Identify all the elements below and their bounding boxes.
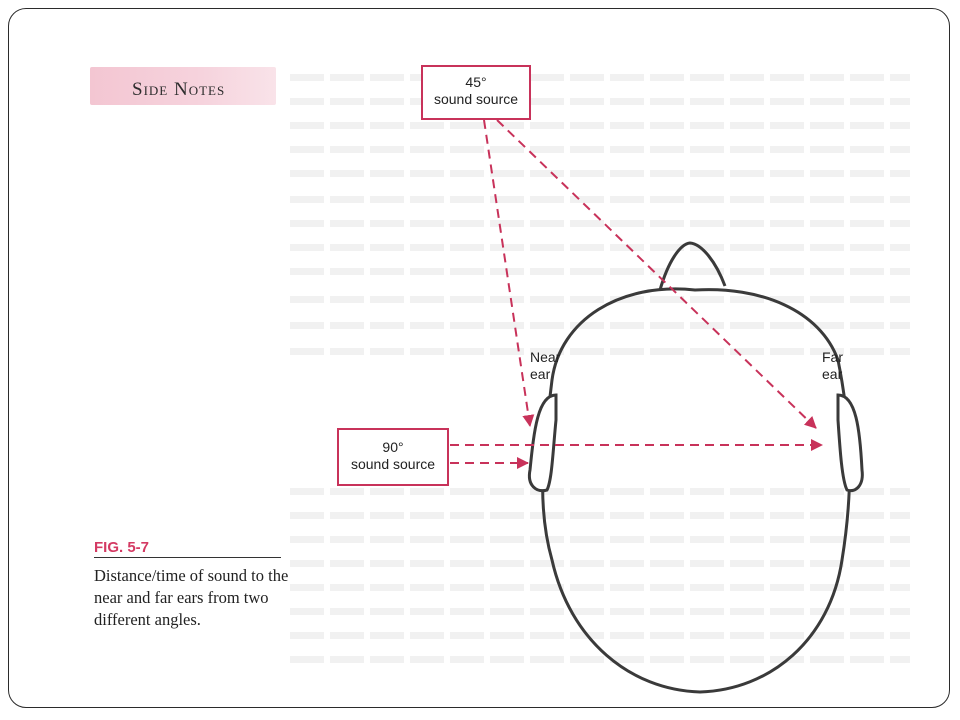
- background-text-line: [290, 98, 910, 105]
- far-ear-outline: [836, 393, 864, 493]
- figure-caption: Distance/time of sound to the near and f…: [94, 566, 289, 629]
- side-notes-title: Side Notes: [132, 79, 226, 100]
- background-text-line: [290, 74, 910, 81]
- background-text-line: [290, 512, 910, 519]
- background-text-line: [290, 122, 910, 129]
- source-90-angle: 90°: [382, 439, 403, 455]
- background-text-line: [290, 322, 910, 329]
- far-ear-label-line1: Far: [822, 349, 843, 365]
- background-text-line: [290, 560, 910, 567]
- background-text-line: [290, 488, 910, 495]
- nose-outline: [658, 241, 727, 291]
- source-90-box: [337, 428, 449, 486]
- background-text-line: [290, 268, 910, 275]
- near-ear-outline: [527, 393, 558, 493]
- background-text-line: [290, 656, 910, 663]
- background-text-line: [290, 632, 910, 639]
- background-text-line: [290, 584, 910, 591]
- background-text-line: [290, 220, 910, 227]
- source-90-label: sound source: [351, 456, 435, 472]
- figure-divider: [94, 557, 281, 558]
- background-text-line: [290, 348, 910, 355]
- background-text-line: [290, 196, 910, 203]
- background-text-line: [290, 296, 910, 303]
- far-ear-label-line2: ear: [822, 366, 843, 382]
- background-text-line: [290, 536, 910, 543]
- slide-frame: [8, 8, 950, 708]
- background-text-line: [290, 170, 910, 177]
- near-ear-label-line2: ear: [530, 366, 551, 382]
- near-ear-label-line1: Near: [530, 349, 561, 365]
- side-notes-banner: [90, 67, 276, 105]
- background-text-line: [290, 608, 910, 615]
- figure-label: FIG. 5-7: [94, 539, 150, 556]
- head-outline: [541, 287, 852, 694]
- source-45-box: [421, 65, 531, 120]
- arrow-45-to-near-ear: [483, 119, 535, 427]
- background-text-line: [290, 146, 910, 153]
- source-45-angle: 45°: [465, 74, 486, 90]
- source-45-label: sound source: [434, 91, 518, 107]
- background-text-line: [290, 244, 910, 251]
